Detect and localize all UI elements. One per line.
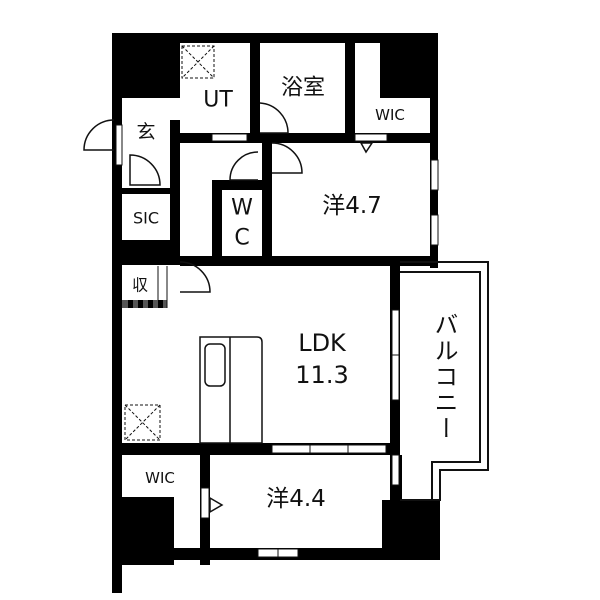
wic-top-marker	[359, 142, 374, 154]
room-label-western-4-4: 洋4.4	[266, 486, 326, 512]
room-label-wc-2: C	[234, 226, 249, 251]
vent-icons	[124, 45, 215, 441]
sink-icon	[204, 343, 226, 387]
room-label-wic-bottom: WIC	[145, 469, 175, 487]
wc-door	[229, 151, 259, 181]
kitchen-counter	[199, 336, 263, 444]
room-label-ldk-2: 11.3	[295, 361, 348, 389]
door-markers	[209, 142, 374, 514]
room-label-sic: SIC	[133, 209, 159, 228]
bath-door	[259, 102, 289, 134]
room-label-ut: UT	[203, 88, 233, 113]
entrance-door	[83, 119, 115, 151]
ldk-door	[179, 261, 211, 293]
windows	[115, 124, 439, 558]
room-4.7-door	[271, 142, 303, 174]
room-label-entrance: 玄	[136, 121, 155, 143]
room-label-wc-1: W	[231, 196, 253, 221]
room-label-bath: 浴室	[281, 76, 325, 101]
vent-ldk-icon	[124, 404, 161, 441]
room-4.4-marker	[209, 496, 224, 514]
room-label-western-4-7: 洋4.7	[322, 193, 382, 219]
room-label-storage: 収	[132, 276, 148, 295]
balcony-outline	[400, 261, 489, 501]
door-swings	[83, 102, 303, 293]
balcony-inner-outline	[400, 271, 481, 500]
room-label-balcony: バルコニー	[430, 312, 458, 442]
room-label-ldk-1: LDK	[298, 329, 347, 357]
storage-hatch	[122, 266, 168, 308]
vent-ut-icon	[181, 45, 215, 79]
room-label-wic-top: WIC	[375, 106, 405, 124]
sic-door	[129, 154, 161, 186]
